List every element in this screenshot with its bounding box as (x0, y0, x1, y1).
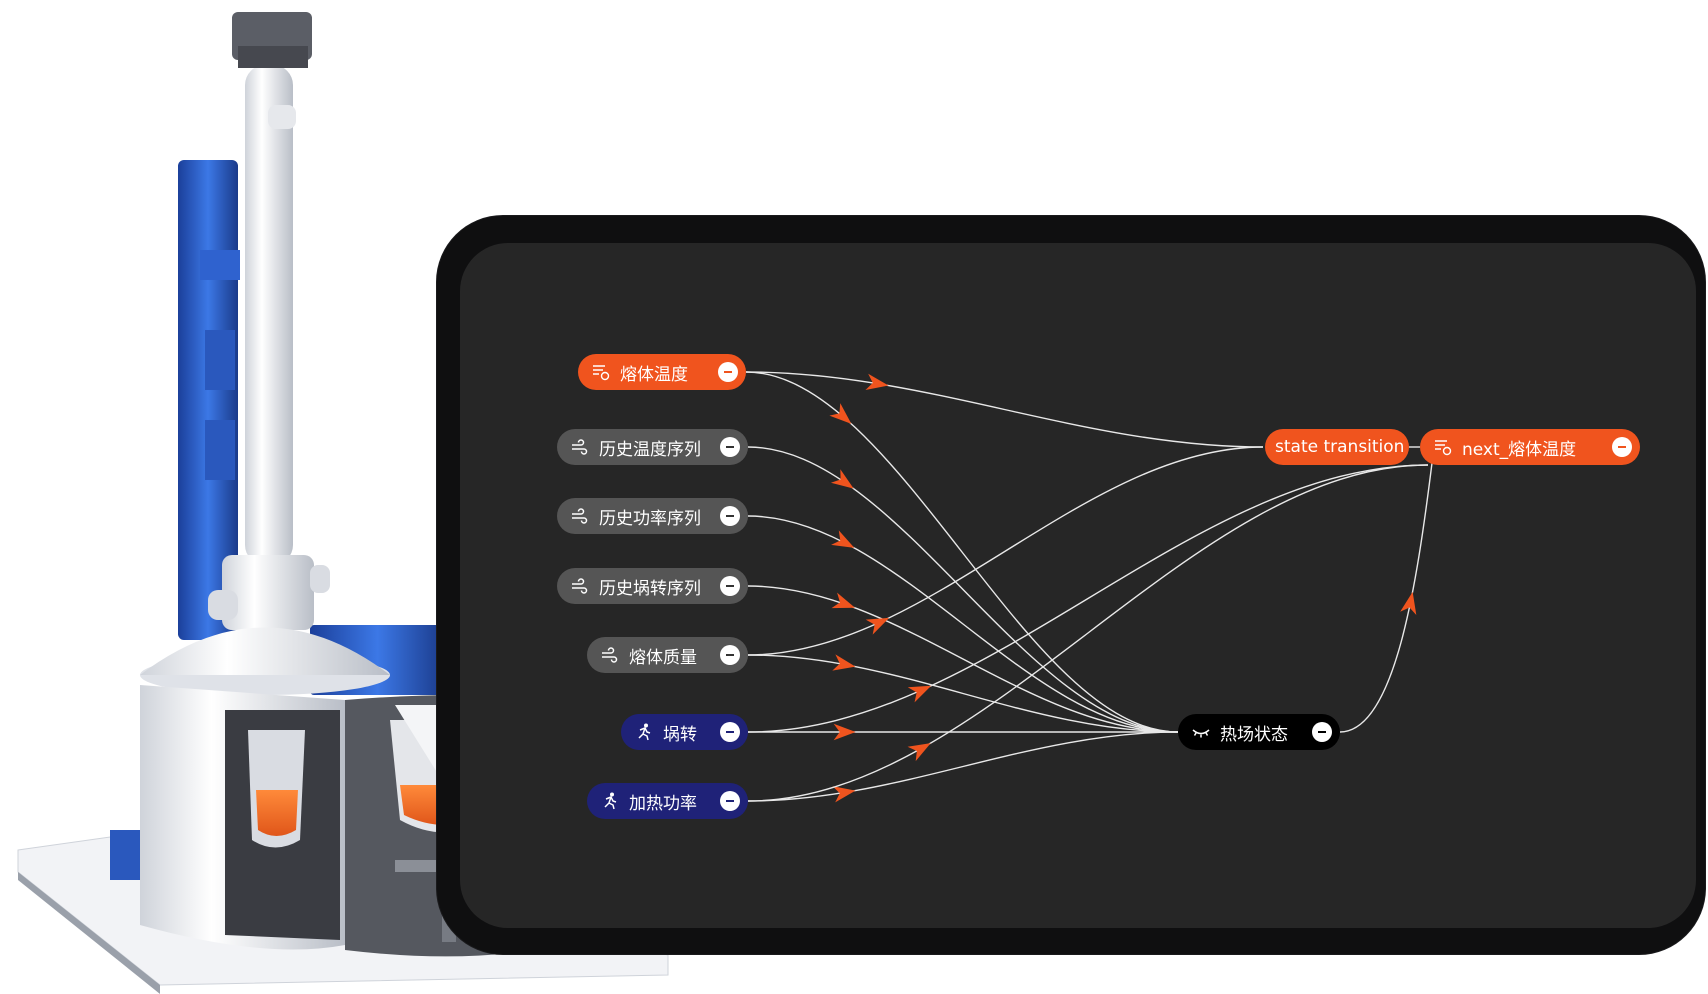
collapse-button[interactable] (720, 791, 740, 811)
node-history-crucible-rotation[interactable]: 历史埚转序列 (557, 568, 748, 604)
node-state-transition[interactable]: state transition (1265, 429, 1409, 465)
wind-icon (599, 644, 621, 666)
runner-icon (599, 790, 621, 812)
node-history-temperature[interactable]: 历史温度序列 (557, 429, 748, 465)
node-thermal-field-state[interactable]: 热场状态 (1178, 714, 1340, 750)
node-label: 熔体温度 (620, 364, 688, 385)
node-history-power[interactable]: 历史功率序列 (557, 498, 748, 534)
node-label: 历史功率序列 (599, 508, 701, 529)
sensor-icon (590, 361, 612, 383)
collapse-button[interactable] (720, 506, 740, 526)
node-label: state transition (1275, 437, 1405, 457)
node-label: 热场状态 (1220, 724, 1288, 745)
collapse-button[interactable] (718, 362, 738, 382)
node-label: next_熔体温度 (1462, 439, 1577, 460)
node-melt-temperature[interactable]: 熔体温度 (578, 354, 746, 390)
node-label: 加热功率 (629, 793, 697, 814)
node-next-melt-temperature[interactable]: next_熔体温度 (1420, 429, 1640, 465)
node-label: 历史温度序列 (599, 439, 701, 460)
wind-icon (569, 575, 591, 597)
node-label: 熔体质量 (629, 647, 697, 668)
node-label: 历史埚转序列 (599, 578, 701, 599)
collapse-button[interactable] (1312, 722, 1332, 742)
node-heating-power[interactable]: 加热功率 (587, 783, 748, 819)
sensor-icon (1432, 436, 1454, 458)
eye-closed-icon (1190, 721, 1212, 743)
collapse-button[interactable] (720, 722, 740, 742)
collapse-button[interactable] (1612, 437, 1632, 457)
wind-icon (569, 436, 591, 458)
collapse-button[interactable] (720, 437, 740, 457)
collapse-button[interactable] (720, 576, 740, 596)
node-crucible-rotation[interactable]: 埚转 (621, 714, 748, 750)
runner-icon (633, 721, 655, 743)
node-label: 埚转 (663, 724, 697, 745)
wind-icon (569, 505, 591, 527)
collapse-button[interactable] (720, 645, 740, 665)
node-melt-mass[interactable]: 熔体质量 (587, 637, 748, 673)
